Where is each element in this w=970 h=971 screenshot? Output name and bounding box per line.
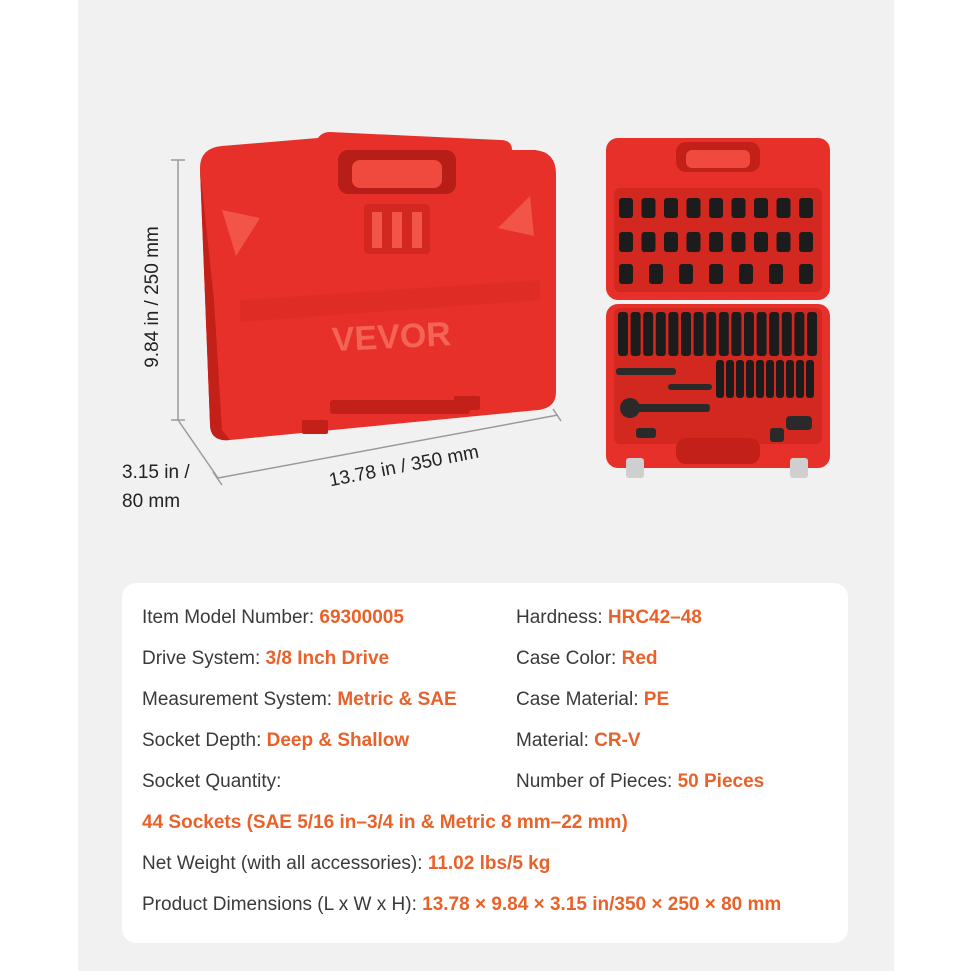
shallow-socket (686, 198, 701, 218)
closed-case: VEVOR (200, 132, 556, 441)
spec-pieces: Number of Pieces: 50 Pieces (516, 771, 765, 792)
shallow-socket (664, 198, 678, 218)
spec-product-dimensions: Product Dimensions (L x W x H): 13.78 × … (142, 894, 782, 915)
shallow-socket (664, 232, 678, 252)
spec-material-value: CR-V (594, 730, 641, 751)
open-case (606, 138, 830, 478)
deep-socket-row (618, 312, 817, 398)
shallow-socket (731, 232, 746, 252)
shallow-socket (769, 264, 783, 284)
shallow-socket (641, 198, 656, 218)
deep-socket (706, 312, 717, 356)
spec-socket-depth-value: Deep & Shallow (266, 730, 410, 751)
spec-net-weight: Net Weight (with all accessories): 11.02… (142, 853, 551, 874)
deep-socket (716, 360, 724, 398)
length-dimension-line (217, 414, 559, 479)
shallow-socket (754, 232, 768, 252)
deep-socket (643, 312, 654, 356)
deep-socket (756, 360, 764, 398)
shallow-socket (776, 232, 791, 252)
shallow-socket (641, 232, 656, 252)
depth-dimension-line-2: 80 mm (122, 491, 181, 512)
spec-drive: Drive System: 3/8 Inch Drive (142, 648, 390, 669)
spec-model-value: 69300005 (319, 607, 404, 628)
dimension-lines (171, 159, 562, 486)
shallow-socket (731, 198, 746, 218)
deep-socket (776, 360, 784, 398)
deep-socket (807, 312, 817, 356)
deep-socket (796, 360, 804, 398)
spec-case-color: Case Color: Red (516, 648, 658, 669)
shallow-socket (649, 264, 663, 284)
specifications-card: Item Model Number: 69300005 Hardness: HR… (122, 583, 848, 943)
deep-socket (744, 312, 754, 356)
shallow-socket (799, 198, 813, 218)
deep-socket (655, 312, 666, 356)
deep-socket (756, 312, 767, 356)
spec-pieces-value: 50 Pieces (677, 771, 765, 792)
deep-socket (806, 360, 814, 398)
shallow-socket-rows (619, 198, 813, 284)
deep-socket (746, 360, 754, 398)
deep-socket (786, 360, 794, 398)
deep-socket (766, 360, 774, 398)
shallow-socket (709, 198, 723, 218)
depth-dimension-line-1: 3.15 in / (122, 462, 190, 483)
spec-measurement-value: Metric & SAE (337, 689, 457, 710)
shallow-socket (679, 264, 693, 284)
spec-case-material: Case Material: PE (516, 689, 670, 710)
shallow-socket (799, 264, 813, 284)
spec-sockets-detail: 44 Sockets (SAE 5/16 in–3/4 in & Metric … (142, 812, 628, 834)
spec-net-weight-value: 11.02 lbs/5 kg (427, 853, 551, 874)
depth-dimension-line (177, 419, 219, 479)
spec-hardness: Hardness: HRC42–48 (516, 607, 702, 628)
spec-model: Item Model Number: 69300005 (142, 607, 404, 628)
shallow-socket (709, 264, 723, 284)
deep-socket (618, 312, 628, 356)
shallow-socket (754, 198, 768, 218)
deep-socket (630, 312, 641, 356)
shallow-socket (739, 264, 753, 284)
deep-socket (668, 312, 679, 356)
spec-socket-quantity: Socket Quantity: (142, 771, 282, 792)
spec-sockets-value: 44 Sockets (SAE 5/16 in–3/4 in & Metric … (142, 812, 628, 833)
depth-dimension-label: 3.15 in / 80 mm (122, 458, 190, 516)
shallow-socket (799, 232, 813, 252)
deep-socket (736, 360, 744, 398)
ratchet-and-accessories (616, 368, 812, 442)
spec-measurement: Measurement System: Metric & SAE (142, 689, 457, 710)
spec-case-material-value: PE (643, 689, 670, 710)
case-brand-logo: VEVOR (331, 315, 452, 359)
deep-socket (731, 312, 742, 356)
spec-socket-depth: Socket Depth: Deep & Shallow (142, 730, 410, 751)
deep-socket (693, 312, 704, 356)
spec-hardness-value: HRC42–48 (607, 607, 702, 628)
shallow-socket (619, 198, 633, 218)
deep-socket (681, 312, 691, 356)
spec-material: Material: CR-V (516, 730, 641, 751)
height-dimension-label: 9.84 in / 250 mm (142, 226, 163, 368)
shallow-socket (619, 232, 633, 252)
shallow-socket (776, 198, 791, 218)
deep-socket (718, 312, 729, 356)
deep-socket (726, 360, 734, 398)
shallow-socket (686, 232, 701, 252)
spec-case-color-value: Red (621, 648, 658, 669)
deep-socket (794, 312, 805, 356)
deep-socket (769, 312, 780, 356)
spec-drive-value: 3/8 Inch Drive (265, 648, 390, 669)
deep-socket (781, 312, 792, 356)
shallow-socket (619, 264, 633, 284)
spec-product-dimensions-value: 13.78 × 9.84 × 3.15 in/350 × 250 × 80 mm (422, 894, 782, 915)
shallow-socket (709, 232, 723, 252)
